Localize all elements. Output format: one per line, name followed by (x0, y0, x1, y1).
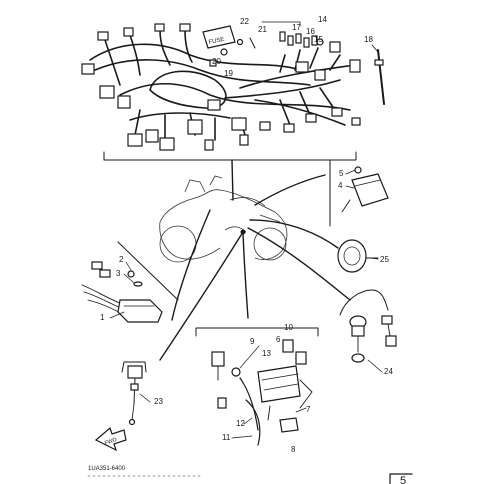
wire-harness (89, 29, 356, 141)
leader-lines (159, 159, 351, 361)
part-number-9: 9 (250, 337, 255, 346)
regulator-group (195, 327, 319, 446)
harness-connectors (81, 23, 361, 151)
part-number-labels: 1 2 3 4 5 6 7 8 9 10 11 12 13 14 15 16 1… (100, 15, 393, 454)
part-number-3: 3 (116, 269, 121, 278)
part-number-21: 21 (258, 25, 267, 34)
ignition-coil (321, 159, 389, 227)
part-number-20: 20 (212, 57, 221, 66)
page-mark-number: 5 (400, 475, 406, 484)
part-number-15: 15 (314, 35, 323, 44)
motorcycle-outline (159, 175, 288, 263)
part-number-1: 1 (100, 313, 105, 322)
front-label: FWD (104, 437, 118, 447)
part-number-16: 16 (306, 27, 315, 36)
front-arrow: FWD (94, 426, 127, 452)
part-number-17: 17 (292, 23, 301, 32)
part-number-2: 2 (119, 255, 124, 264)
part-number-12: 12 (236, 419, 245, 428)
harness-bracket (103, 151, 357, 161)
cable-tie (371, 44, 385, 105)
sensor-lead (121, 361, 147, 426)
part-number-11: 11 (222, 433, 231, 442)
fuse-label: FUSE (208, 37, 225, 46)
cdi-unit (81, 241, 179, 323)
part-number-13: 13 (262, 349, 271, 358)
part-number-7: 7 (306, 405, 311, 414)
part-number-24: 24 (384, 367, 393, 376)
catalog-code: 1UA351-6400 (88, 466, 126, 472)
page-mark: 5 (389, 473, 413, 484)
fuse-box: FUSE (202, 25, 236, 49)
part-number-19: 19 (224, 69, 233, 78)
part-number-22: 22 (240, 17, 249, 26)
horn (337, 239, 379, 273)
part-number-5: 5 (339, 169, 344, 178)
part-number-18: 18 (364, 35, 373, 44)
part-number-25: 25 (380, 255, 389, 264)
part-number-14: 14 (318, 15, 327, 24)
fuse-hardware (209, 37, 256, 67)
part-number-10: 10 (284, 323, 293, 332)
number-leaders (109, 169, 383, 439)
connector-set (261, 21, 324, 48)
part-number-8: 8 (291, 445, 296, 454)
part-number-23: 23 (154, 397, 163, 406)
part-number-6: 6 (276, 335, 281, 344)
main-switch (339, 289, 397, 363)
part-number-4: 4 (338, 181, 343, 190)
